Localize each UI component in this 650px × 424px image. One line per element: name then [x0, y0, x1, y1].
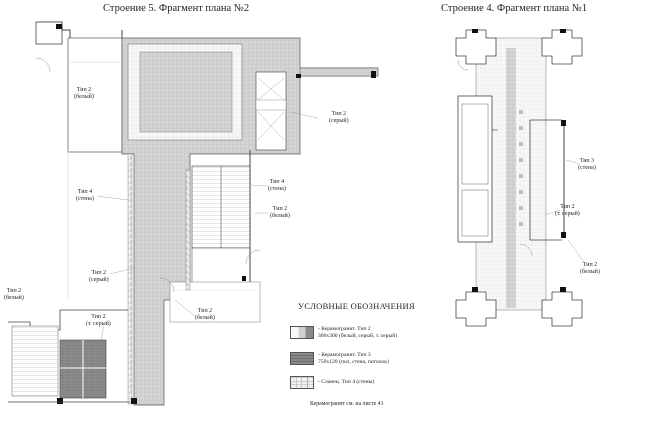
label-type2-white: Тип 2(белый) — [195, 308, 215, 321]
plan-title-building-4: Строение 4. Фрагмент плана №1 — [441, 3, 588, 14]
legend-note: Керамогранит см. на листе 41 — [310, 401, 384, 407]
column — [296, 74, 301, 78]
room-white-bottom — [169, 281, 261, 323]
top-strip — [299, 67, 379, 77]
column — [472, 287, 478, 292]
pillar-bottom-right — [541, 291, 583, 327]
label-type2-white: Тип 2(белый) — [580, 262, 600, 275]
pillar-top-right — [541, 29, 583, 65]
inner-grey-field — [139, 51, 233, 133]
column — [56, 24, 62, 29]
column — [57, 398, 63, 404]
label-type2-white: Тип 2(белый) — [4, 288, 24, 301]
plan-building-4 — [455, 29, 583, 327]
elevator-shaft — [255, 71, 287, 151]
legend-swatch-dark-hatch — [290, 352, 314, 365]
legend-swatch-tricolor — [290, 326, 314, 339]
plan-title-building-5: Строение 5. Фрагмент плана №2 — [103, 3, 250, 14]
label-type2-grey: Тип 2(серый) — [89, 270, 109, 283]
slate-wall — [185, 169, 191, 291]
pillar-top-left — [455, 29, 497, 65]
column — [131, 398, 137, 404]
label-type4-wall: Тип 4(стена) — [268, 179, 286, 192]
plan-building-5 — [8, 21, 379, 406]
label-type2-dark-grey: Тип 2(т. серый) — [86, 314, 111, 327]
label-type2-grey: Тип 2(серый) — [329, 111, 349, 124]
column — [560, 287, 566, 292]
legend-swatch-stone — [290, 376, 314, 389]
leader-lines-right — [544, 159, 585, 263]
label-type2-white: Тип 2(белый) — [74, 87, 94, 100]
column — [561, 120, 566, 126]
pillar-bottom-left — [455, 291, 497, 327]
grey-tile-strip — [506, 48, 516, 308]
corner-pillar — [35, 21, 63, 45]
column — [371, 71, 376, 78]
legend-text: - Сланец. Тип 4 (стены) — [318, 379, 375, 385]
right-wall — [529, 119, 562, 241]
column — [560, 29, 566, 33]
column — [242, 276, 246, 281]
legend-title: УСЛОВНЫЕ ОБОЗНАЧЕНИЯ — [298, 301, 415, 311]
label-type4-wall: Тип 4(стена) — [76, 189, 94, 202]
label-type2-white: Тип 2(белый) — [270, 206, 290, 219]
leader-lines-left — [84, 91, 319, 346]
label-type2-dark-grey: Тип 2(т. серый) — [555, 204, 580, 217]
stairs-bottom-left — [11, 325, 59, 397]
column — [472, 29, 478, 33]
slate-wall — [127, 153, 133, 405]
label-type3-wall: Тип 3(стена) — [578, 158, 596, 171]
column — [561, 232, 566, 238]
